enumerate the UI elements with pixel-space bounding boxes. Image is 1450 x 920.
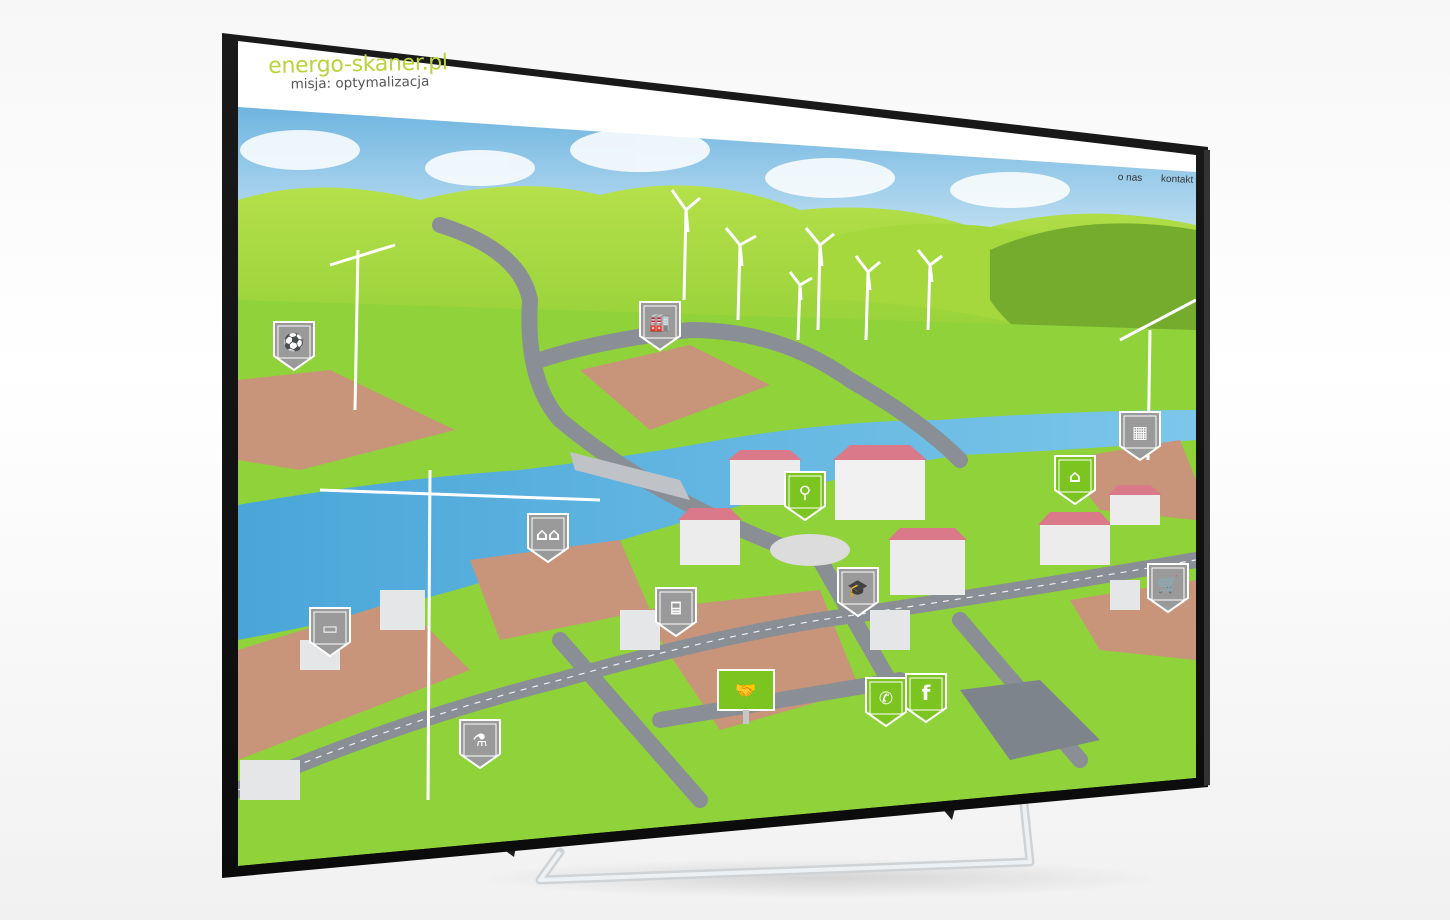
nav-item-about[interactable]: o nas [1117, 172, 1143, 184]
factory-icon: 🏭 [649, 313, 670, 333]
monitor-icon: ▭ [322, 619, 338, 639]
houses-icon: ⌂⌂ [536, 525, 560, 545]
house-pin[interactable]: ⌂ [1054, 455, 1096, 506]
education-pin[interactable]: 🎓 [837, 567, 879, 618]
search-pin[interactable]: ⚲ [784, 471, 826, 522]
laboratory-pin[interactable]: ⚗ [459, 719, 501, 770]
wind-turbines [670, 189, 943, 341]
site-logo[interactable]: energo-skaner.pl misja: optymalizacja [268, 50, 448, 93]
flask-icon: ⚗ [472, 731, 487, 751]
shopping-cart-icon: 🛒 [1157, 574, 1178, 595]
phone-pin[interactable]: ✆ [865, 677, 907, 728]
search-icon: ⚲ [799, 483, 811, 503]
partnership-billboard[interactable]: 🤝 [717, 669, 775, 724]
building-icon: ▦ [1132, 423, 1148, 443]
bridge [570, 452, 690, 500]
office-building-pin[interactable]: ▦ [1119, 411, 1161, 462]
factory-pin[interactable]: 🏭 [639, 301, 681, 352]
bed-icon: ⌸ [671, 599, 681, 619]
housing-estate-pin[interactable]: ⌂⌂ [527, 513, 569, 564]
cranes [319, 243, 1196, 801]
facebook-pin[interactable]: f [905, 673, 947, 724]
phone-icon: ✆ [879, 689, 893, 709]
town-buildings [678, 445, 1162, 595]
site-walls [240, 580, 1140, 800]
river [238, 410, 1196, 640]
hotel-pin[interactable]: ⌸ [655, 587, 697, 638]
shopping-pin[interactable]: 🛒 [1147, 563, 1189, 614]
stadium-pin[interactable]: ⚽ [273, 321, 315, 372]
nav-item-contact[interactable]: kontakt [1160, 173, 1194, 186]
clouds [240, 128, 1070, 208]
house-icon: ⌂ [1069, 467, 1081, 487]
handshake-icon: 🤝 [735, 681, 756, 701]
facebook-icon: f [922, 681, 931, 705]
soccer-ball-icon: ⚽ [282, 332, 304, 353]
graduation-cap-icon: 🎓 [847, 579, 868, 599]
site-tagline: misja: optymalizacja [290, 73, 430, 93]
computer-pin[interactable]: ▭ [309, 607, 351, 658]
